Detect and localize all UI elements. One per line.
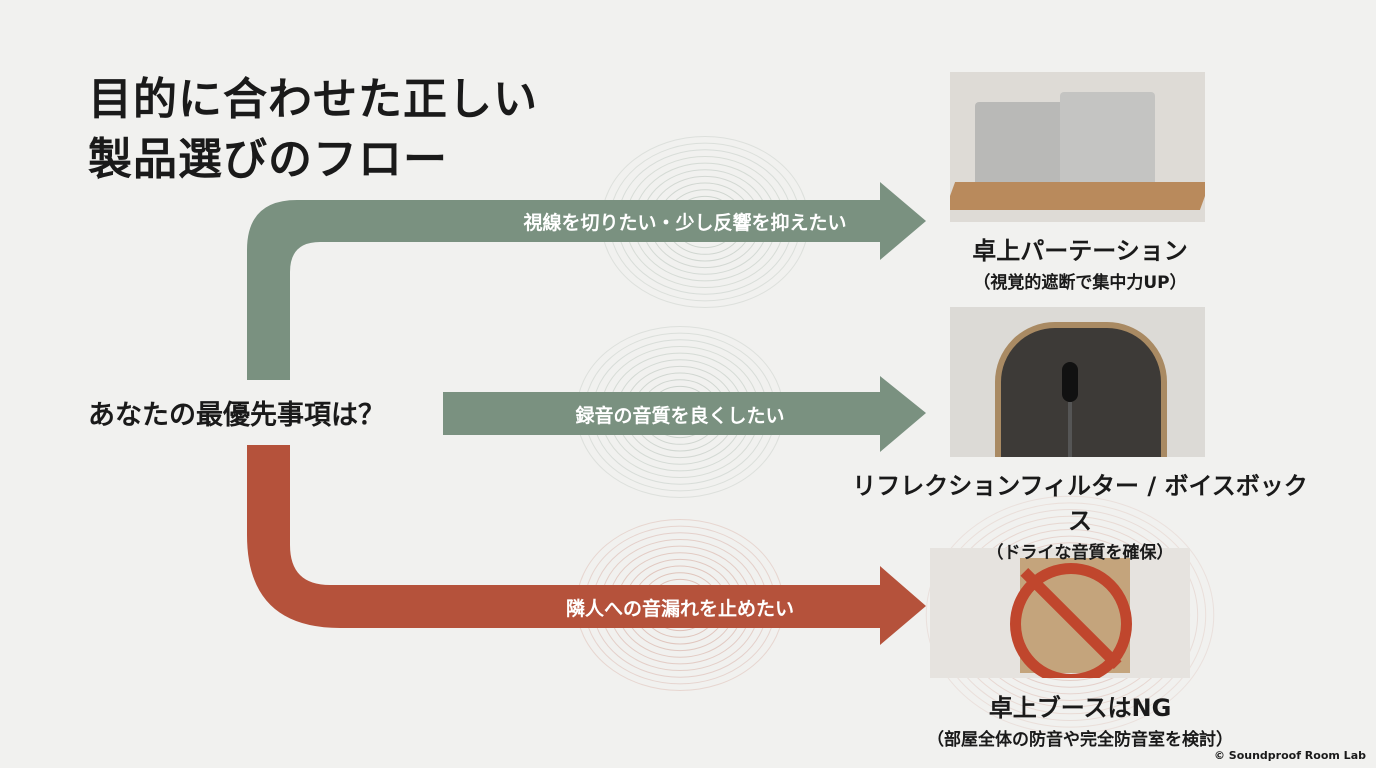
red-branch-arrow [247, 445, 926, 645]
product-note: （視覚的遮断で集中力UP） [973, 273, 1187, 293]
product-desk-booth-ng: 卓上ブースはNG （部屋全体の防音や完全防音室を検討） [880, 688, 1280, 750]
prohibited-desk-booth-image [930, 548, 1190, 678]
product-name: 卓上ブースはNG [988, 694, 1172, 722]
ripple-ring [925, 495, 1215, 735]
copyright-credit: © Soundproof Room Lab [1213, 749, 1366, 762]
reflection-filter-image [950, 307, 1205, 457]
question-label: あなたの最優先事項は？ [88, 400, 385, 431]
page-title: 目的に合わせた正しい 製品選びのフロー [88, 70, 538, 190]
prohibited-icon [1010, 563, 1132, 678]
branch-label-recording: 録音の音質を良くしたい [575, 405, 785, 427]
title-line-2: 製品選びのフロー [88, 134, 448, 185]
product-note: （部屋全体の防音や完全防音室を検討） [927, 730, 1233, 750]
desk-partition-image [950, 72, 1205, 222]
middle-branch-arrow [443, 376, 926, 452]
product-desk-partition: 卓上パーテーション （視覚的遮断で集中力UP） [900, 231, 1260, 293]
branch-label-neighbor: 隣人への音漏れを止めたい [565, 598, 794, 620]
branch-label-visual: 視線を切りたい・少し反響を抑えたい [523, 212, 847, 234]
product-note: （ドライな音質を確保） [986, 543, 1174, 563]
title-line-1: 目的に合わせた正しい [88, 74, 538, 125]
green-branch-arrow [247, 182, 926, 380]
product-name: 卓上パーテーション [972, 237, 1188, 265]
product-name: リフレクションフィルター / ボイスボックス [852, 472, 1308, 535]
product-reflection-filter: リフレクションフィルター / ボイスボックス （ドライな音質を確保） [850, 466, 1310, 563]
